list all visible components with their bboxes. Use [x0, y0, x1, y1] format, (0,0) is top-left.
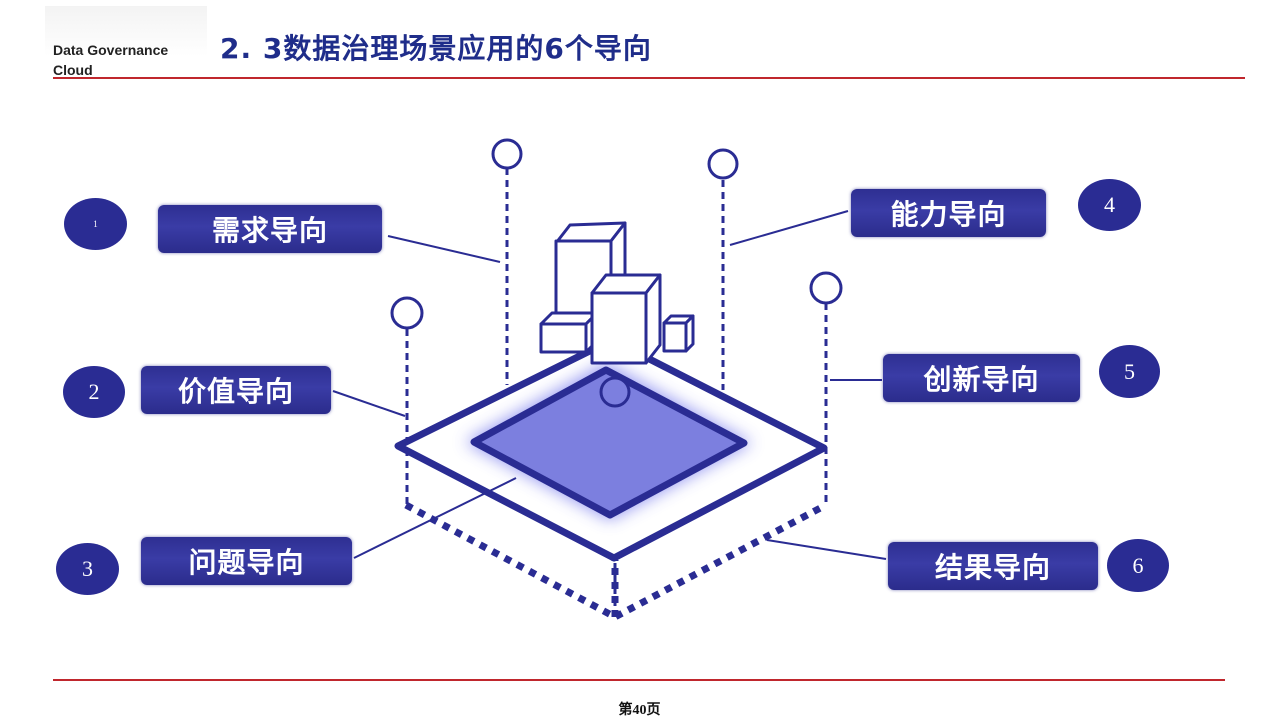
- wireframe-cubes: [539, 221, 695, 365]
- orientation-label-1: 需求导向: [158, 205, 382, 253]
- orientation-text-6: 结果导向: [934, 551, 1051, 584]
- header-divider: [53, 77, 1245, 79]
- orientation-text-2: 价值导向: [177, 375, 294, 408]
- orientation-text-1: 需求导向: [211, 214, 328, 247]
- brand-line-2: Cloud: [53, 62, 93, 78]
- brand-line-1: Data Governance: [53, 42, 169, 58]
- number-badge-6: 6: [1107, 539, 1169, 592]
- center-pole-circle: [599, 376, 631, 408]
- page-title: 2. 3数据治理场景应用的6个导向: [220, 32, 652, 65]
- connector-poles: [405, 168, 828, 615]
- orientation-label-3: 问题导向: [141, 537, 352, 585]
- number-badge-1: 1: [64, 198, 127, 250]
- orientation-label-4: 能力导向: [851, 189, 1046, 237]
- orientation-label-2: 价值导向: [141, 366, 331, 414]
- orientation-text-3: 问题导向: [188, 546, 305, 579]
- orientation-text-5: 创新导向: [923, 363, 1040, 396]
- leader-lines: [332, 210, 887, 560]
- orientation-label-5: 创新导向: [883, 354, 1080, 402]
- pole-circles: [390, 138, 843, 330]
- page-number: 第40页: [618, 703, 661, 718]
- number-badge-4: 4: [1078, 179, 1141, 231]
- footer-divider: [53, 679, 1225, 681]
- number-badge-5: 5: [1099, 345, 1160, 398]
- inner-platform: [465, 363, 752, 520]
- orientation-label-6: 结果导向: [888, 542, 1098, 590]
- number-badge-3: 3: [56, 543, 119, 595]
- brand-text: Data Governance Cloud: [53, 40, 168, 80]
- number-badge-2: 2: [63, 366, 125, 418]
- orientation-text-4: 能力导向: [890, 198, 1007, 231]
- brand-logo-area: Data Governance Cloud: [45, 6, 207, 78]
